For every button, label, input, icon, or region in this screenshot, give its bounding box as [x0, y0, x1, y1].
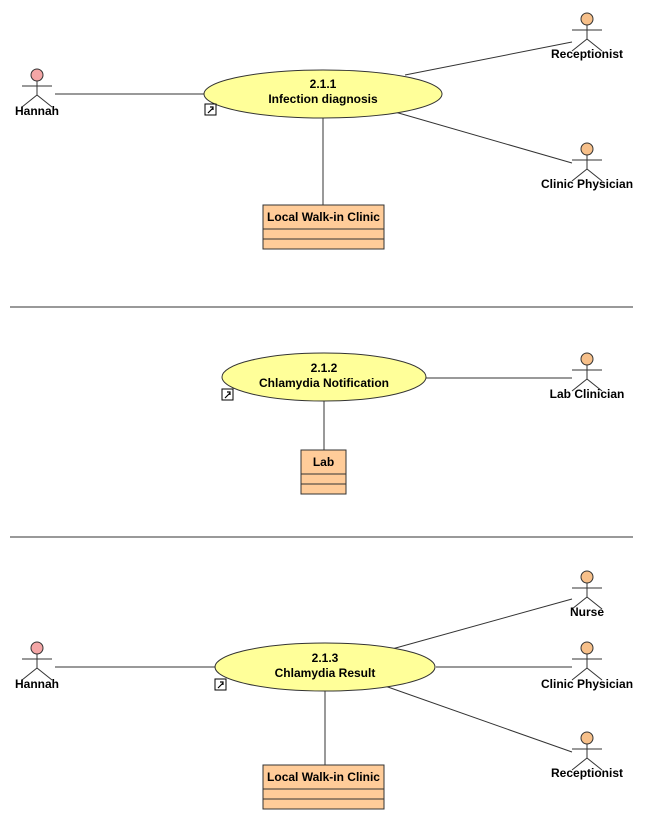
actor-label: Hannah: [15, 677, 59, 691]
location-class[interactable]: Local Walk-in Clinic: [262, 764, 385, 810]
actor-head: [30, 68, 44, 82]
actor-primary[interactable]: Hannah: [15, 68, 59, 118]
location-label: Local Walk-in Clinic: [267, 770, 380, 784]
use-case-name: Chlamydia Result: [275, 666, 376, 680]
diagram-2-1-3: 2.1.3 Chlamydia Result Hannah Nurse: [15, 570, 633, 810]
location-label: Local Walk-in Clinic: [267, 210, 380, 224]
actor-label: Clinic Physician: [541, 177, 633, 191]
link-icon[interactable]: [221, 388, 234, 401]
actor-head: [580, 570, 594, 584]
use-case-ellipse[interactable]: 2.1.1 Infection diagnosis: [203, 69, 443, 119]
actor-label: Receptionist: [551, 47, 623, 61]
actor-clinic-physician[interactable]: Clinic Physician: [541, 142, 633, 191]
use-case-name: Chlamydia Notification: [259, 376, 389, 390]
actor-nurse[interactable]: Nurse: [570, 570, 604, 619]
use-case-ellipse[interactable]: 2.1.3 Chlamydia Result: [214, 642, 436, 692]
association-nurse: [391, 598, 573, 650]
actor-head: [580, 731, 594, 745]
use-case-ellipse[interactable]: 2.1.2 Chlamydia Notification: [221, 352, 427, 402]
location-label: Lab: [313, 455, 334, 469]
actor-head: [580, 352, 594, 366]
actor-label: Receptionist: [551, 766, 623, 780]
association-receptionist: [384, 685, 573, 753]
actor-primary[interactable]: Hannah: [15, 641, 59, 691]
use-case-number: 2.1.2: [311, 361, 338, 375]
actor-head: [580, 142, 594, 156]
actor-label: Clinic Physician: [541, 677, 633, 691]
actor-head: [580, 12, 594, 26]
actor-head: [30, 641, 44, 655]
actor-head: [580, 641, 594, 655]
diagram-2-1-1: 2.1.1 Infection diagnosis Hannah Recepti…: [15, 12, 633, 250]
association-receptionist: [404, 41, 573, 76]
use-case-number: 2.1.1: [310, 77, 337, 91]
association-clinic-physician: [394, 111, 573, 164]
diagram-2-1-2: 2.1.2 Chlamydia Notification Lab Clinici…: [221, 352, 625, 495]
actor-label: Hannah: [15, 104, 59, 118]
actor-label: Lab Clinician: [550, 387, 625, 401]
actor-lab-clinician[interactable]: Lab Clinician: [550, 352, 625, 401]
link-icon[interactable]: [214, 678, 227, 691]
use-case-name: Infection diagnosis: [268, 92, 378, 106]
use-case-number: 2.1.3: [312, 651, 339, 665]
link-icon[interactable]: [204, 103, 217, 116]
actor-receptionist[interactable]: Receptionist: [551, 12, 623, 61]
location-class[interactable]: Local Walk-in Clinic: [262, 204, 385, 250]
actor-receptionist[interactable]: Receptionist: [551, 731, 623, 780]
actor-clinic-physician[interactable]: Clinic Physician: [541, 641, 633, 691]
actor-label: Nurse: [570, 605, 604, 619]
location-class[interactable]: Lab: [300, 449, 347, 495]
